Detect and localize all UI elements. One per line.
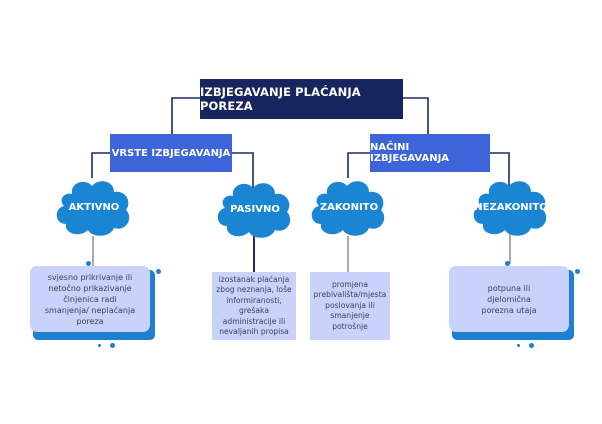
node-label: AKTIVNO	[68, 201, 120, 213]
decorative-dot	[86, 261, 91, 266]
connector-root-vrste	[171, 97, 200, 135]
category-label: NAČINI IZBJEGAVANJA	[370, 142, 450, 164]
node-label: ZAKONITO	[319, 201, 379, 213]
decorative-dot	[529, 343, 534, 348]
connector-vrste-aktivno	[91, 152, 110, 178]
decorative-dot	[110, 343, 115, 348]
category-vrste-izbjegavanja: VRSTE IZBJEGAVANJA	[110, 134, 232, 172]
decorative-dot	[98, 344, 101, 347]
connector-nacini-nezakonito	[490, 152, 510, 188]
root-label: IZBJEGAVANJE PLAĆANJA POREZA	[200, 85, 361, 113]
description-text: izostanak plaćanja zbog neznanja, loše i…	[216, 274, 292, 337]
connector-vrste-pasivno	[232, 152, 254, 188]
description-pasivno: izostanak plaćanja zbog neznanja, loše i…	[212, 272, 296, 340]
decorative-dot	[517, 344, 520, 347]
description-aktivno: svjesno prikrivanje ili netočno prikaziv…	[28, 261, 161, 348]
node-nezakonito: NEZAKONITO	[469, 176, 553, 238]
description-text: promjena prebivališta/mjesta poslovanja …	[313, 279, 387, 331]
connector-root-nacini	[403, 97, 429, 135]
node-zakonito: ZAKONITO	[307, 176, 391, 238]
root-node: IZBJEGAVANJE PLAĆANJA POREZA	[200, 79, 403, 119]
category-nacini-izbjegavanja: NAČINI IZBJEGAVANJA	[370, 134, 490, 172]
node-pasivno: PASIVNO	[213, 178, 297, 240]
description-nezakonito: potpuna ili djelomična porezna utaja	[447, 261, 580, 348]
decorative-dot	[575, 269, 580, 274]
decorative-dot	[505, 261, 510, 266]
decorative-dot	[156, 269, 161, 274]
description-text: svjesno prikrivanje ili netočno prikaziv…	[44, 272, 136, 326]
category-label: VRSTE IZBJEGAVANJA	[111, 147, 231, 159]
description-card: svjesno prikrivanje ili netočno prikaziv…	[30, 266, 150, 332]
description-text: potpuna ili djelomična porezna utaja	[481, 283, 537, 315]
node-label: PASIVNO	[230, 203, 280, 215]
description-card: potpuna ili djelomična porezna utaja	[449, 266, 569, 332]
connector-nacini-zakonito	[347, 152, 370, 178]
node-aktivno: AKTIVNO	[52, 176, 136, 238]
description-zakonito: promjena prebivališta/mjesta poslovanja …	[310, 272, 390, 340]
node-label: NEZAKONITO	[474, 201, 548, 213]
